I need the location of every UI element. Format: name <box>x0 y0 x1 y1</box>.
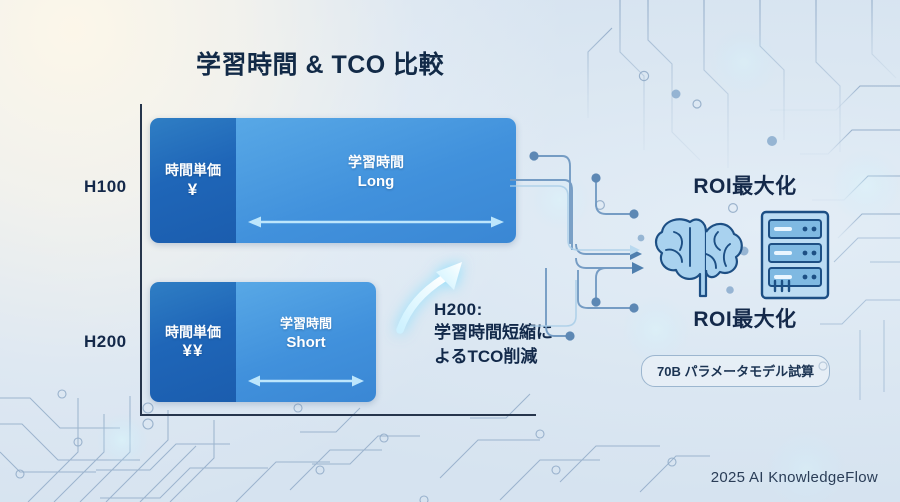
bar-h200-time-value: Short <box>286 334 326 352</box>
bar-h200-time-label: 学習時間 <box>279 316 332 332</box>
footer-credit: 2025 AI KnowledgeFlow <box>710 469 878 486</box>
annotation-text: H200: 学習時間短縮に よるTCO削減 <box>434 298 620 368</box>
bar-h100-time-label: 学習時間 <box>348 154 404 171</box>
page-title: 学習時間 & TCO 比較 <box>196 51 445 79</box>
chart-x-axis <box>140 414 536 416</box>
ai-infrastructure-icons <box>654 210 830 300</box>
annotation-line-1: H200: <box>434 300 483 319</box>
annotation-line-3: よるTCO削減 <box>434 346 538 366</box>
server-rack-icon <box>760 210 830 300</box>
chart-y-axis <box>140 104 142 416</box>
bar-h100-duration-arrow <box>248 216 504 228</box>
bar-h100-time-segment: 学習時間 Long <box>236 118 516 243</box>
bar-h200-price-segment: 時間単価 ¥¥ <box>150 282 236 402</box>
bar-h200-price-value: ¥¥ <box>182 341 204 361</box>
bar-h100-time-value: Long <box>357 173 395 191</box>
bar-h200[interactable]: 時間単価 ¥¥ 学習時間 Short <box>150 282 376 402</box>
bar-h200-duration-arrow <box>248 375 364 387</box>
bar-h100-price-segment: 時間単価 ¥ <box>150 118 236 243</box>
bar-h200-price-label: 時間単価 <box>165 323 221 340</box>
axis-label-h100: H100 <box>84 177 127 196</box>
flow-connector-lines <box>510 151 644 341</box>
bar-h100-price-value: ¥ <box>187 179 199 199</box>
brain-icon <box>654 218 743 298</box>
annotation-line-2: 学習時間短縮に <box>434 323 553 343</box>
model-assumption-badge: 70B パラメータモデル試算 <box>641 355 831 387</box>
roi-label-top: ROI最大化 <box>693 175 797 198</box>
bar-h100-price-label: 時間単価 <box>165 162 221 179</box>
axis-label-h200: H200 <box>84 332 127 351</box>
bar-h100[interactable]: 時間単価 ¥ 学習時間 Long <box>150 118 516 243</box>
bar-h200-time-segment: 学習時間 Short <box>236 282 376 402</box>
roi-label-bottom: ROI最大化 <box>693 308 797 331</box>
growth-up-arrow-icon <box>396 262 462 334</box>
